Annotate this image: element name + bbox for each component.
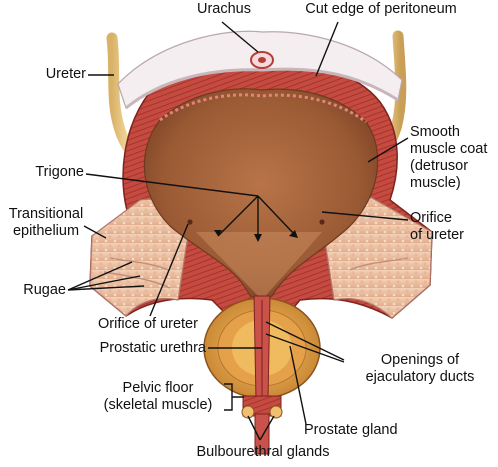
leader-trigone-4 <box>257 195 297 237</box>
label-ejaculatory-line-2: ejaculatory ducts <box>365 369 475 385</box>
label-prostatic-urethra-text: Prostatic urethra <box>99 340 206 356</box>
label-smooth-muscle-line-1: Smooth <box>410 124 460 140</box>
leader-prostate <box>289 345 307 425</box>
leader-ejaculatory-1 <box>265 321 345 361</box>
label-smooth-muscle-line-4: muscle) <box>410 175 461 191</box>
label-trigone: Trigone <box>8 164 84 181</box>
label-orifice-of-ureter-left: Orifice of ureter <box>78 316 218 333</box>
label-ejaculatory-line-1: Openings of <box>380 352 460 368</box>
leader-rugae-2 <box>67 275 141 291</box>
leader-rugae-3 <box>67 285 145 291</box>
label-trigone-text: Trigone <box>35 164 84 180</box>
leader-cut-edge <box>315 21 339 77</box>
label-smooth-muscle-line-3: (detrusor <box>410 158 469 174</box>
leader-orifice-right <box>321 211 409 221</box>
label-orifice-left-text: Orifice of ureter <box>98 316 198 332</box>
label-smooth-muscle-coat: Smooth muscle coat (detrusor muscle) <box>410 124 496 192</box>
label-cut-edge-text: Cut edge of peritoneum <box>305 1 457 17</box>
label-orifice-of-ureter-right: Orifice of ureter <box>410 210 496 244</box>
bladder-lumen <box>143 88 379 301</box>
label-ureter: Ureter <box>30 66 86 83</box>
leader-bulbo-2 <box>259 415 275 441</box>
leader-bulbo-1 <box>247 415 261 441</box>
label-openings-of-ejaculatory-ducts: Openings of ejaculatory ducts <box>346 352 494 386</box>
leader-urachus <box>221 21 259 53</box>
bulbourethral-gland-left <box>241 405 255 419</box>
orifice-left-mark <box>187 219 193 225</box>
label-prostate-gland-text: Prostate gland <box>304 422 398 438</box>
leader-pelvic-floor <box>224 383 244 411</box>
label-ureter-text: Ureter <box>45 66 86 82</box>
leader-trigone-1 <box>85 173 259 197</box>
leader-transitional <box>83 225 107 239</box>
trigone-region <box>196 232 322 300</box>
label-smooth-muscle-line-2: muscle coat <box>410 141 488 157</box>
label-transitional-epithelium: Transitional epithelium <box>2 206 90 240</box>
label-prostate-gland: Prostate gland <box>304 422 424 439</box>
leader-smooth-muscle <box>367 137 409 163</box>
bulbourethral-gland-right <box>269 405 283 419</box>
label-rugae-text: Rugae <box>23 282 66 298</box>
orifice-right-mark <box>319 219 325 225</box>
label-bulbourethral-text: Bulbourethral glands <box>196 444 330 460</box>
label-pelvic-floor-line-2: (skeletal muscle) <box>103 397 213 413</box>
label-cut-edge-of-peritoneum: Cut edge of peritoneum <box>286 1 476 18</box>
label-bulbourethral-glands: Bulbourethral glands <box>178 444 348 461</box>
leader-rugae-1 <box>67 261 133 291</box>
label-orifice-right-line-2: of ureter <box>410 227 464 243</box>
leader-orifice-left <box>149 223 189 317</box>
label-transitional-line-2: epithelium <box>12 223 80 239</box>
label-urachus-text: Urachus <box>197 1 251 17</box>
label-prostatic-urethra: Prostatic urethra <box>60 340 206 357</box>
leader-trigone-2 <box>217 195 259 237</box>
label-orifice-right-line-1: Orifice <box>410 210 452 226</box>
label-urachus: Urachus <box>184 1 264 18</box>
label-pelvic-floor: Pelvic floor (skeletal muscle) <box>94 380 222 414</box>
label-transitional-line-1: Transitional <box>8 206 84 222</box>
label-rugae: Rugae <box>8 282 66 299</box>
leader-ejaculatory-2 <box>265 333 345 363</box>
label-pelvic-floor-line-1: Pelvic floor <box>122 380 194 396</box>
